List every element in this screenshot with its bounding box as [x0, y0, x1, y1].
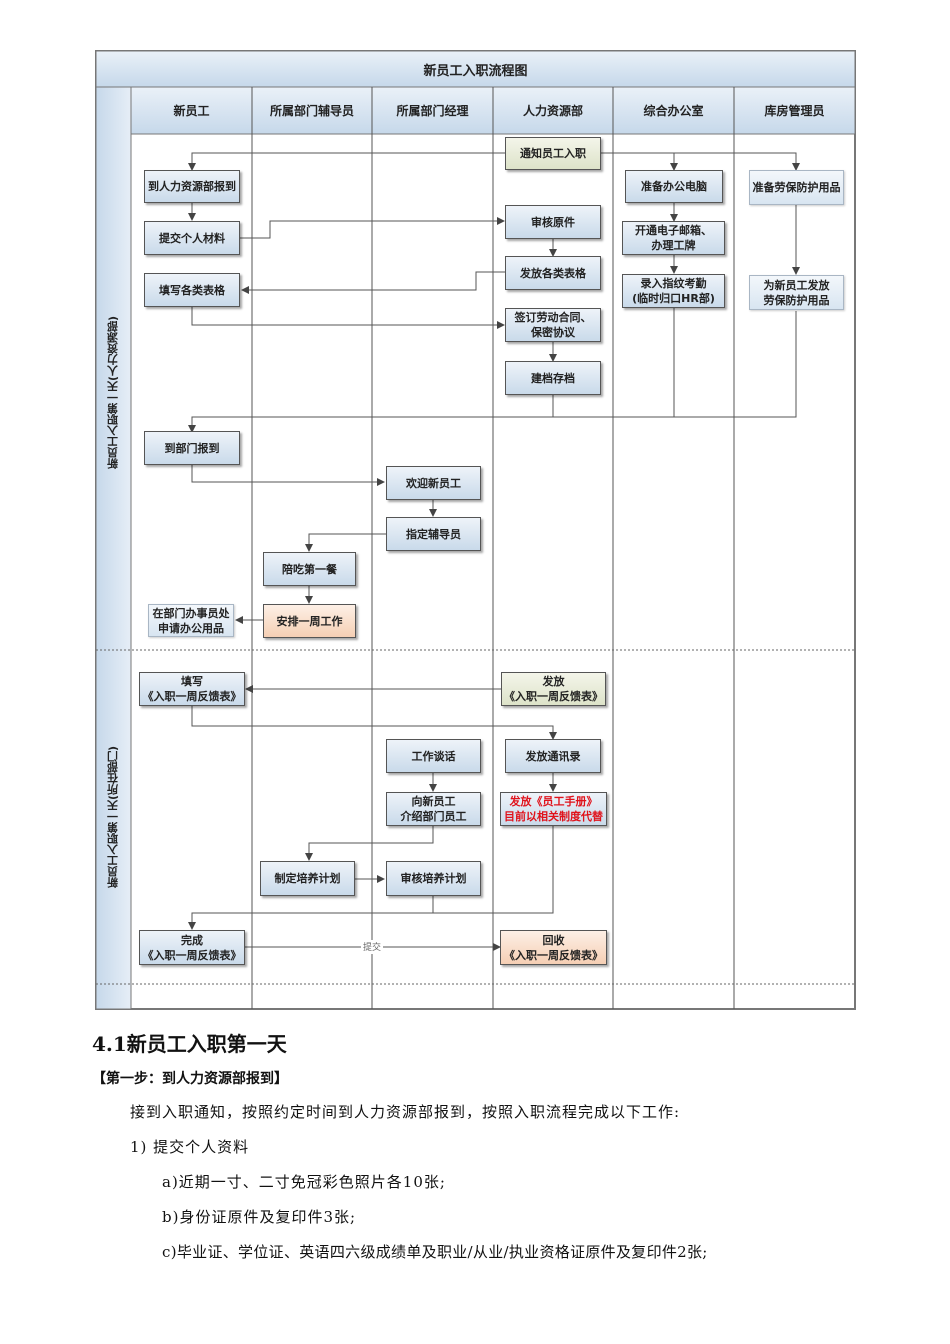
lane-label-dept-day: 新员工入职第一天(所在部门)	[106, 745, 120, 889]
column-header-warehouse: 库房管理员	[764, 104, 825, 118]
sub-item-photos: a)近期一寸、二寸免冠彩色照片各10张;	[162, 1173, 446, 1191]
box-arrange-week: 安排一周工作	[263, 604, 356, 638]
box-submit-materials: 提交个人材料	[144, 221, 240, 255]
box-report-to-dept: 到部门报到	[144, 431, 240, 465]
box-assign-mentor: 指定辅导员	[386, 517, 481, 551]
box-report-to-hr: 到人力资源部报到	[144, 170, 240, 203]
box-notify-onboarding: 通知员工入职	[505, 137, 601, 170]
box-review-originals: 审核原件	[505, 205, 601, 239]
column-header-dept-manager: 所属部门经理	[396, 104, 469, 118]
box-issue-forms: 发放各类表格	[505, 256, 601, 290]
column-header-hr: 人力资源部	[522, 104, 583, 118]
sub-item-certificates: c)毕业证、学位证、英语四六级成绩单及职业/从业/执业资格证原件及复印件2张;	[162, 1243, 708, 1261]
list-item-submit-materials: 1) 提交个人资料	[130, 1138, 250, 1156]
section-heading: 4.1新员工入职第一天	[92, 1032, 287, 1056]
box-issue-directory: 发放通讯录	[505, 739, 601, 773]
column-header-mentor: 所属部门辅导员	[269, 104, 354, 118]
box-prepare-ppe: 准备劳保防护用品	[749, 170, 844, 205]
box-first-lunch: 陪吃第一餐	[263, 552, 356, 586]
box-sign-contract: 签订劳动合同、 保密协议	[505, 308, 601, 342]
box-issue-ppe: 为新员工发放 劳保防护用品	[749, 275, 844, 310]
intro-paragraph: 接到入职通知，按照约定时间到人力资源部报到，按照入职流程完成以下工作:	[130, 1103, 681, 1121]
edge-label-submit: 提交	[362, 943, 381, 953]
step-heading: 【第一步：到人力资源部报到】	[92, 1071, 288, 1087]
box-review-training-plan: 审核培养计划	[386, 861, 481, 896]
box-introduce-staff: 向新员工 介绍部门员工	[386, 792, 481, 826]
box-complete-feedback: 完成 《入职一周反馈表》	[139, 930, 245, 965]
box-welcome: 欢迎新员工	[386, 466, 481, 500]
box-issue-handbook: 发放《员工手册》 目前以相关制度代替	[500, 792, 607, 826]
onboarding-flowchart	[95, 50, 856, 1010]
box-work-talk: 工作谈话	[386, 739, 481, 773]
box-issue-feedback: 发放 《入职一周反馈表》	[501, 672, 606, 706]
box-prepare-computer: 准备办公电脑	[625, 170, 723, 203]
box-make-training-plan: 制定培养计划	[260, 861, 355, 896]
box-fill-forms: 填写各类表格	[144, 273, 240, 307]
sub-item-id-card: b)身份证原件及复印件3张;	[162, 1208, 357, 1226]
flowchart-title: 新员工入职流程图	[423, 63, 528, 79]
box-office-supplies: 在部门办事员处 申请办公用品	[148, 604, 234, 637]
box-fingerprint-attendance: 录入指纹考勤 (临时归口HR部)	[622, 274, 725, 308]
box-fill-feedback: 填写 《入职一周反馈表》	[139, 672, 245, 706]
column-header-general-office: 综合办公室	[643, 104, 704, 118]
lane-label-hr-day: 新员工入职第一天(人力资源部)	[106, 315, 120, 469]
box-email-badge: 开通电子邮箱、 办理工牌	[622, 221, 725, 255]
box-collect-feedback: 回收 《入职一周反馈表》	[500, 930, 607, 965]
column-header-new-employee: 新员工	[173, 104, 210, 118]
box-archive: 建档存档	[505, 361, 601, 395]
